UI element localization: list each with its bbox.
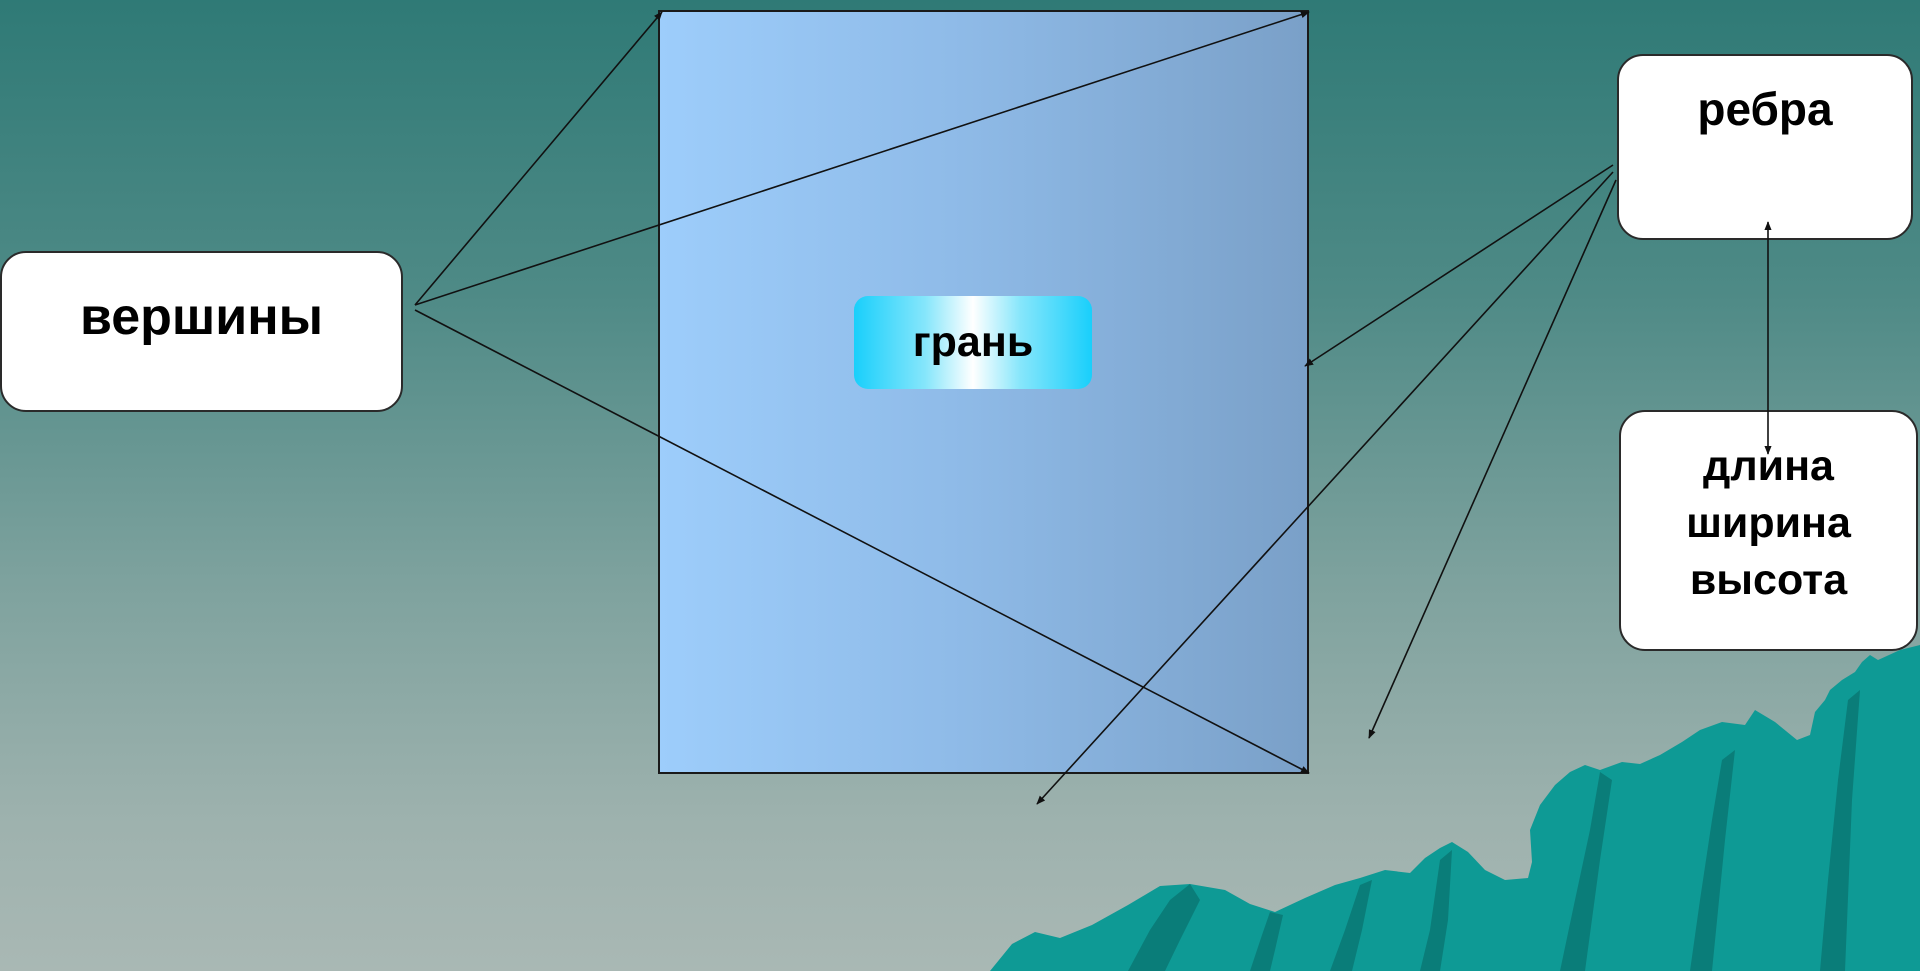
face-label-text: грань bbox=[912, 318, 1034, 366]
arrow-to-right-edge bbox=[1304, 164, 1614, 367]
dimension-width: ширина bbox=[1686, 499, 1851, 547]
arrow-to-hidden-edge bbox=[1368, 179, 1617, 739]
edge-arrows bbox=[1036, 164, 1617, 805]
vertex-arrows bbox=[414, 11, 1310, 774]
vertices-box: вершины bbox=[0, 251, 403, 412]
rectangle-face bbox=[658, 10, 1309, 774]
arrow-to-top-left-vertex bbox=[414, 11, 663, 306]
edges-box: ребра bbox=[1617, 54, 1913, 240]
dimension-height: высота bbox=[1689, 556, 1848, 604]
arrow-to-depth-edge bbox=[1036, 171, 1614, 805]
mountain-decoration bbox=[990, 645, 1920, 971]
arrow-to-top-right-vertex bbox=[414, 11, 1310, 306]
arrow-to-bottom-right-vertex bbox=[414, 309, 1310, 774]
vertices-label: вершины bbox=[79, 288, 324, 346]
mountain-shape bbox=[990, 645, 1920, 971]
mountain-ridge-shadow bbox=[1128, 690, 1860, 971]
edges-label: ребра bbox=[1697, 83, 1833, 135]
face-label: грань bbox=[854, 296, 1092, 389]
